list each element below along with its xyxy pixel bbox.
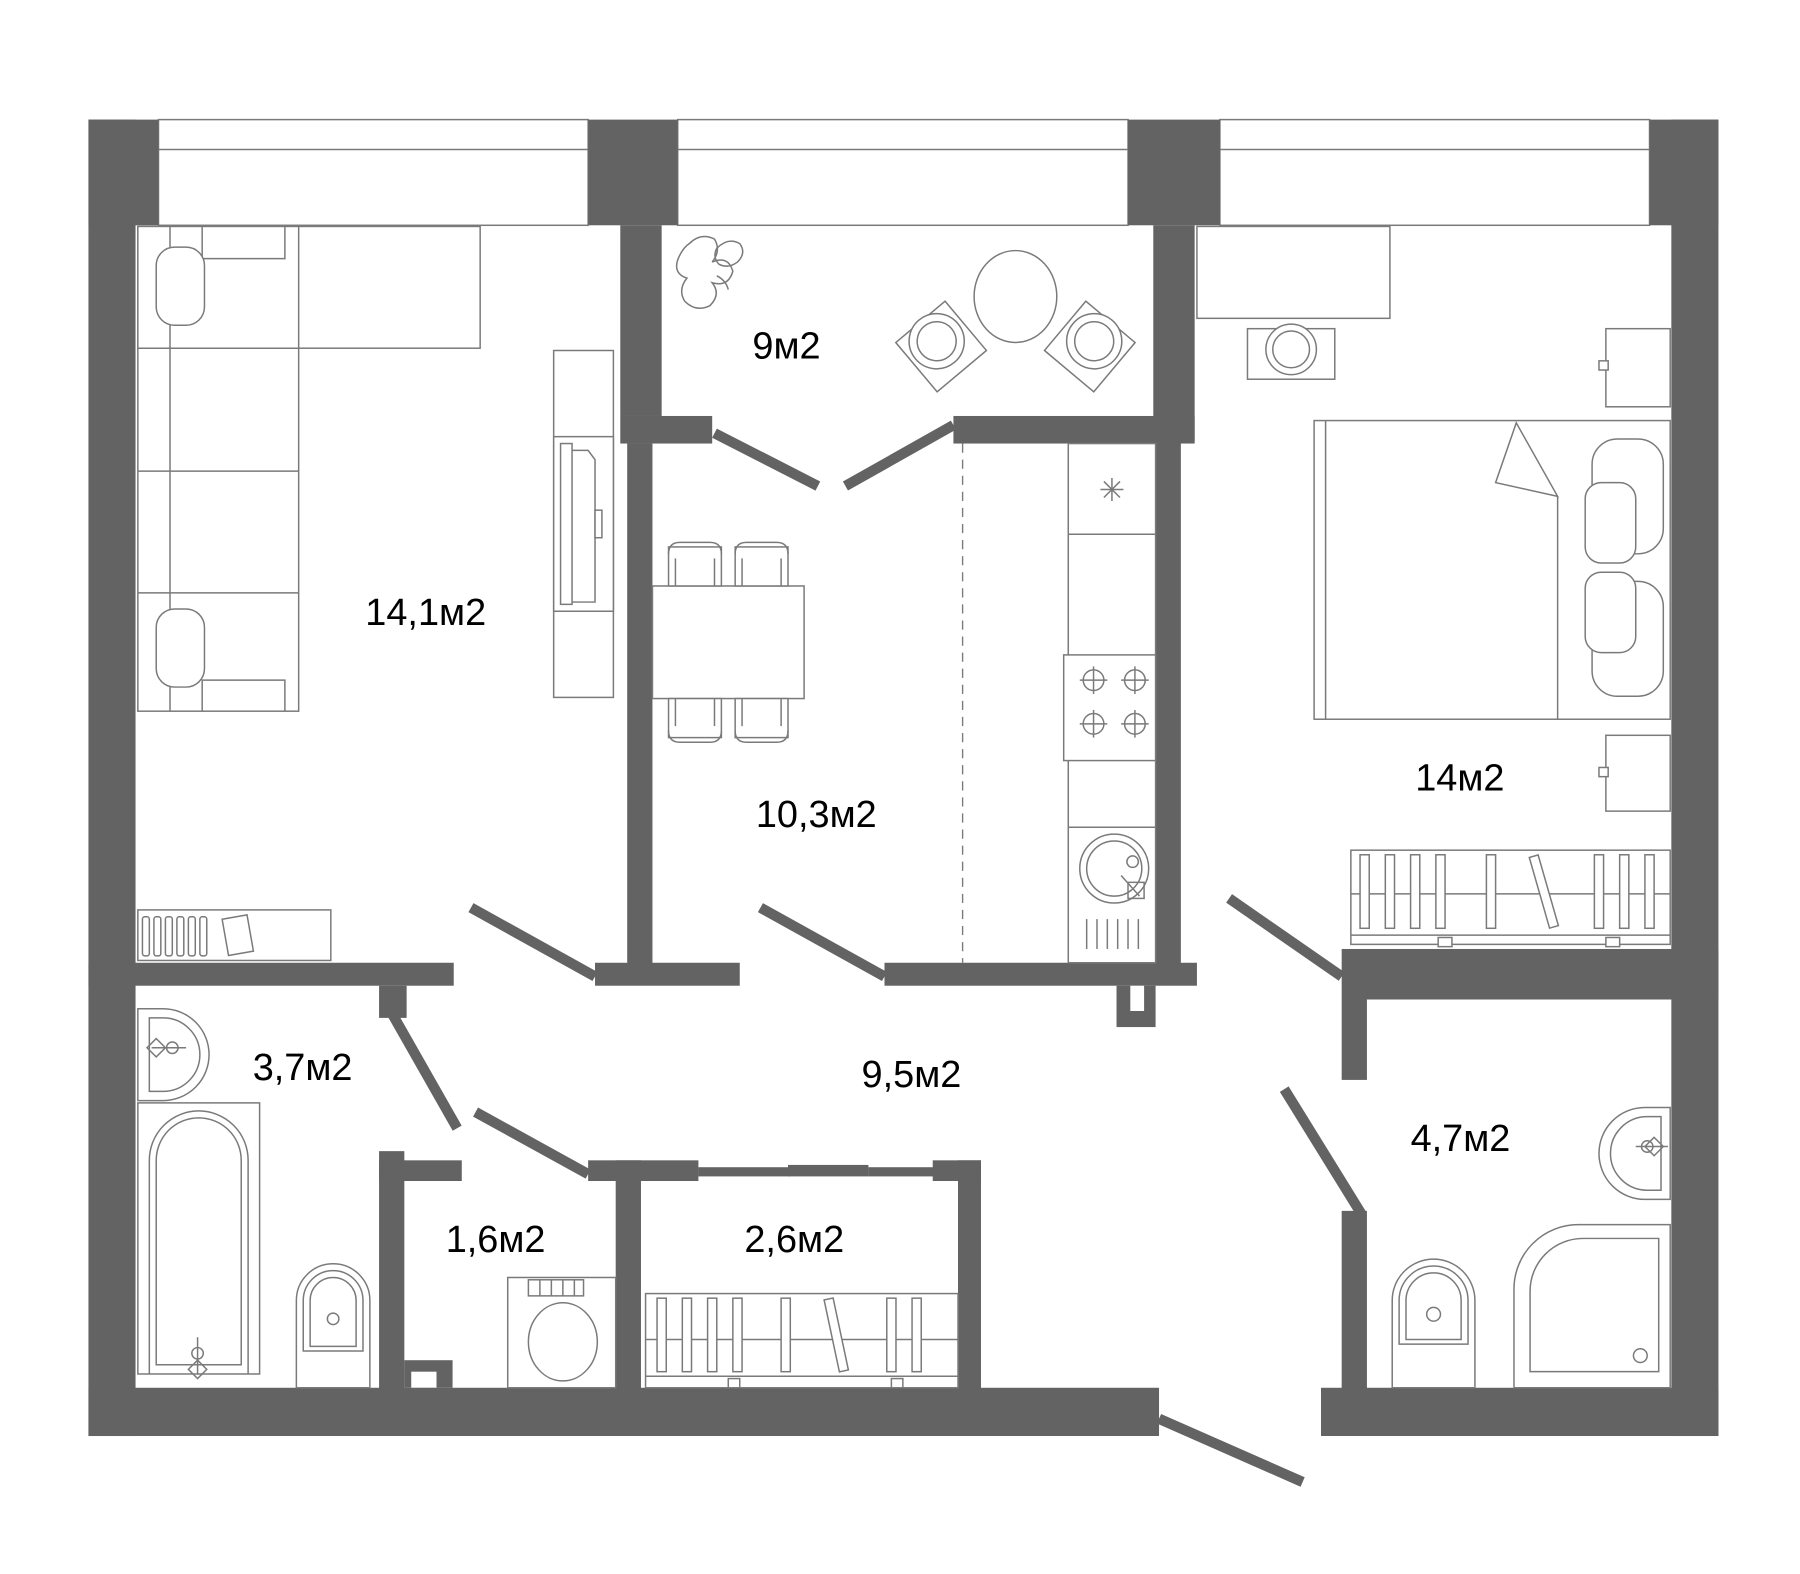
nightstand-icon — [1598, 734, 1671, 812]
windows — [157, 118, 1651, 227]
washing-machine-icon — [506, 1276, 617, 1389]
kitchen-furniture — [651, 442, 1157, 964]
bathroom-left-door — [386, 1008, 462, 1131]
entrance-door — [1156, 1414, 1305, 1487]
bookshelf-icon — [137, 909, 332, 962]
room-label-bedroom: 14м2 — [1415, 757, 1504, 799]
bedroom-door — [1226, 894, 1345, 981]
corner-sofa-icon — [137, 225, 481, 712]
doors — [386, 420, 1367, 1487]
room-label-wardrobe: 2,6м2 — [744, 1219, 844, 1261]
bathtub-icon — [137, 1102, 261, 1380]
window-loggia — [676, 118, 1129, 227]
loggia-door-left — [712, 428, 821, 491]
room-labels: 14,1м2 9м2 10,3м2 14м2 9,5м2 3,7м2 1,6м2… — [253, 326, 1511, 1262]
dining-table-icon — [651, 541, 805, 743]
bathroom-right-fixtures — [1391, 1106, 1671, 1389]
round-table-icon — [973, 249, 1058, 344]
chair-icon — [667, 697, 723, 743]
desk-icon — [1196, 225, 1391, 380]
stove-icon — [1062, 654, 1157, 762]
room-label-kitchen: 10,3м2 — [756, 794, 877, 836]
living-room-door — [468, 903, 598, 982]
tv-stand-icon — [552, 349, 615, 699]
chair-icon — [734, 697, 789, 743]
toilet-icon — [1391, 1258, 1476, 1389]
sink-icon — [1068, 826, 1156, 949]
bathroom-left-fixtures — [137, 1007, 371, 1389]
room-label-loggia: 9м2 — [752, 326, 820, 368]
room-label-hallway: 9,5м2 — [862, 1054, 962, 1096]
washbasin-icon — [1598, 1106, 1671, 1201]
window-bedroom — [1219, 118, 1651, 227]
armchair-icon — [894, 300, 988, 393]
storage-shelf-icon — [644, 1292, 959, 1389]
laundry-door — [473, 1107, 591, 1179]
chair-icon — [734, 541, 789, 587]
double-bed-icon — [1313, 419, 1671, 720]
room-label-living-room: 14,1м2 — [365, 592, 486, 634]
chair-icon — [667, 541, 723, 587]
nightstand-icon — [1598, 327, 1671, 408]
fridge-icon — [1100, 478, 1124, 501]
walls — [88, 119, 1719, 1437]
loggia-furniture — [675, 235, 1137, 393]
wardrobe-icon — [1350, 849, 1671, 948]
bedroom-furniture — [1196, 225, 1671, 948]
armchair-icon — [1043, 300, 1137, 393]
plant-icon — [675, 235, 744, 310]
toilet-icon — [295, 1263, 371, 1389]
room-label-laundry: 1,6м2 — [446, 1219, 546, 1261]
room-label-bathroom-left: 3,7м2 — [253, 1047, 353, 1089]
living-room-furniture — [137, 225, 615, 962]
bathroom-right-door — [1279, 1086, 1367, 1219]
kitchen-door — [757, 903, 888, 982]
washbasin-icon — [137, 1007, 210, 1102]
loggia-door-right — [842, 420, 956, 491]
window-living-room — [157, 118, 589, 227]
room-label-bathroom-right: 4,7м2 — [1411, 1118, 1511, 1160]
shower-tray-icon — [1513, 1223, 1671, 1389]
